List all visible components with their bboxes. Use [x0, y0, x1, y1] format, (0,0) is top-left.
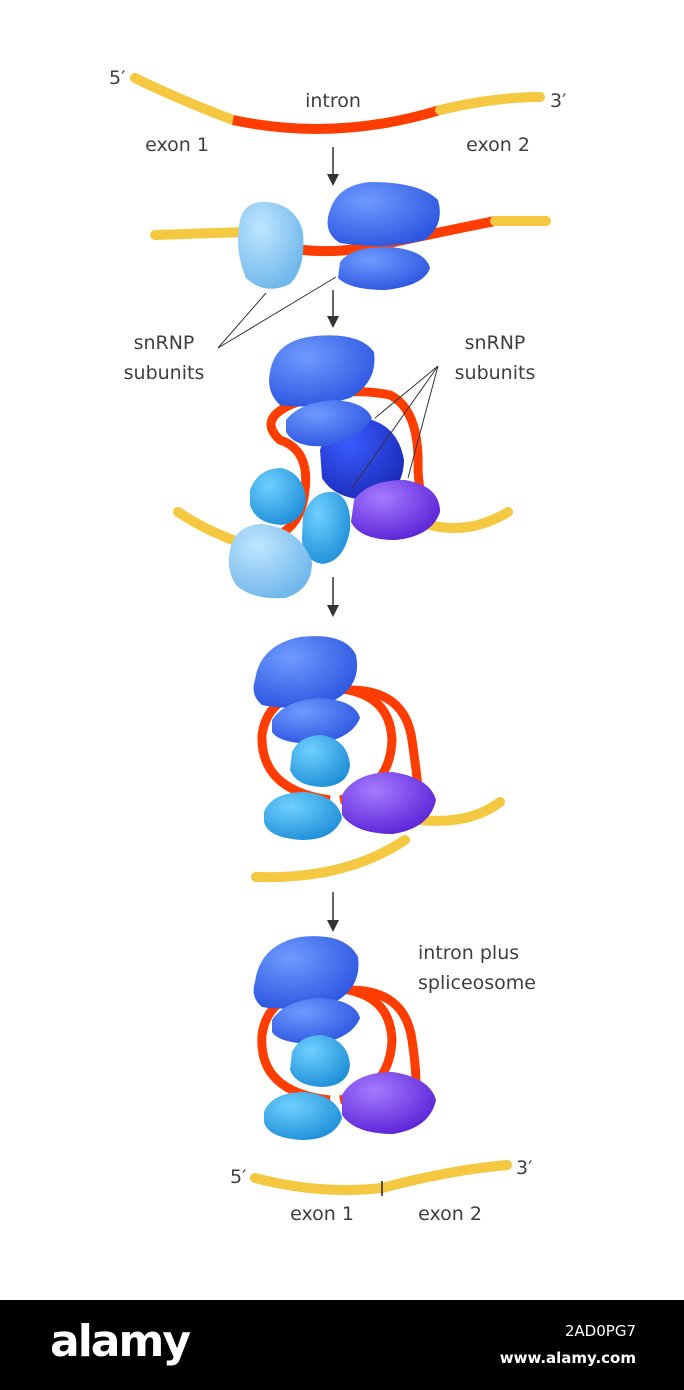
snrnp-subunit	[269, 335, 375, 407]
snrnp-leader-line	[351, 365, 439, 489]
snrnp-leader-line	[217, 276, 337, 349]
snrnp-subunit	[228, 524, 312, 599]
snrnp-subunit	[351, 480, 440, 540]
snrnp-subunit	[250, 468, 306, 525]
snrnp-subunit	[264, 1092, 342, 1140]
snrnp-subunit	[272, 698, 360, 744]
spliced-mrna	[250, 1160, 512, 1196]
brand-logo: alamy	[50, 1316, 191, 1367]
snrnp-subunit	[327, 182, 440, 246]
joined-exons-strand	[250, 1160, 512, 1195]
intron-label: intron	[305, 90, 361, 112]
snrnp-subunit	[342, 772, 436, 834]
stage-2-snrnp-binding	[150, 182, 551, 290]
stage-4-lariat-formation	[251, 636, 505, 883]
intron-strand	[231, 105, 442, 134]
snrnp-leader-line	[217, 292, 267, 349]
five-prime-label: 5′	[109, 67, 126, 89]
snrnp-subunit	[272, 998, 360, 1044]
snrnp-leader-line	[374, 365, 439, 419]
stage-5-excised-intron	[253, 936, 436, 1140]
final-three-prime-label: 3′	[516, 1157, 533, 1179]
snrnp-subunit	[238, 201, 304, 289]
exon2-strand	[425, 507, 513, 534]
snrnp-subunits-label-left: snRNP subunits	[123, 332, 205, 384]
exon2-label: exon 2	[466, 134, 530, 156]
snrnp-subunit	[253, 936, 359, 1009]
snrnp-subunit	[264, 792, 342, 840]
watermark-footer: alamy 2AD0PG7 www.alamy.com	[0, 1300, 684, 1390]
exon2-strand	[415, 797, 505, 826]
exon1-strand	[130, 73, 238, 125]
exon1-strand	[150, 227, 250, 240]
exon1-strand	[173, 507, 243, 547]
final-exon1-label: exon 1	[290, 1203, 354, 1225]
exon1-strand	[251, 835, 410, 883]
final-exon2-label: exon 2	[418, 1203, 482, 1225]
snrnp-subunit	[342, 1072, 436, 1134]
snrnp-subunit	[290, 1035, 350, 1087]
exon2-strand	[435, 92, 545, 115]
site-url: www.alamy.com	[499, 1349, 636, 1367]
exon1-label: exon 1	[145, 134, 209, 156]
snrnp-subunit	[286, 400, 372, 447]
three-prime-label: 3′	[550, 90, 567, 112]
final-five-prime-label: 5′	[230, 1166, 247, 1188]
stage-3-spliceosome-assembly	[173, 335, 513, 599]
snrnp-subunit	[253, 636, 358, 708]
snrnp-leader-line	[407, 365, 439, 479]
image-id: 2AD0PG7	[564, 1322, 636, 1340]
intron-plus-spliceosome-label: intron plus spliceosome	[418, 942, 536, 994]
snrnp-subunit	[302, 491, 351, 564]
snrnp-subunit	[290, 735, 350, 787]
stage-1-pre-mrna	[130, 73, 545, 134]
snrnp-subunits-label-right: snRNP subunits	[454, 332, 536, 384]
splicing-diagram	[130, 73, 551, 1196]
snrnp-subunit	[338, 246, 430, 290]
